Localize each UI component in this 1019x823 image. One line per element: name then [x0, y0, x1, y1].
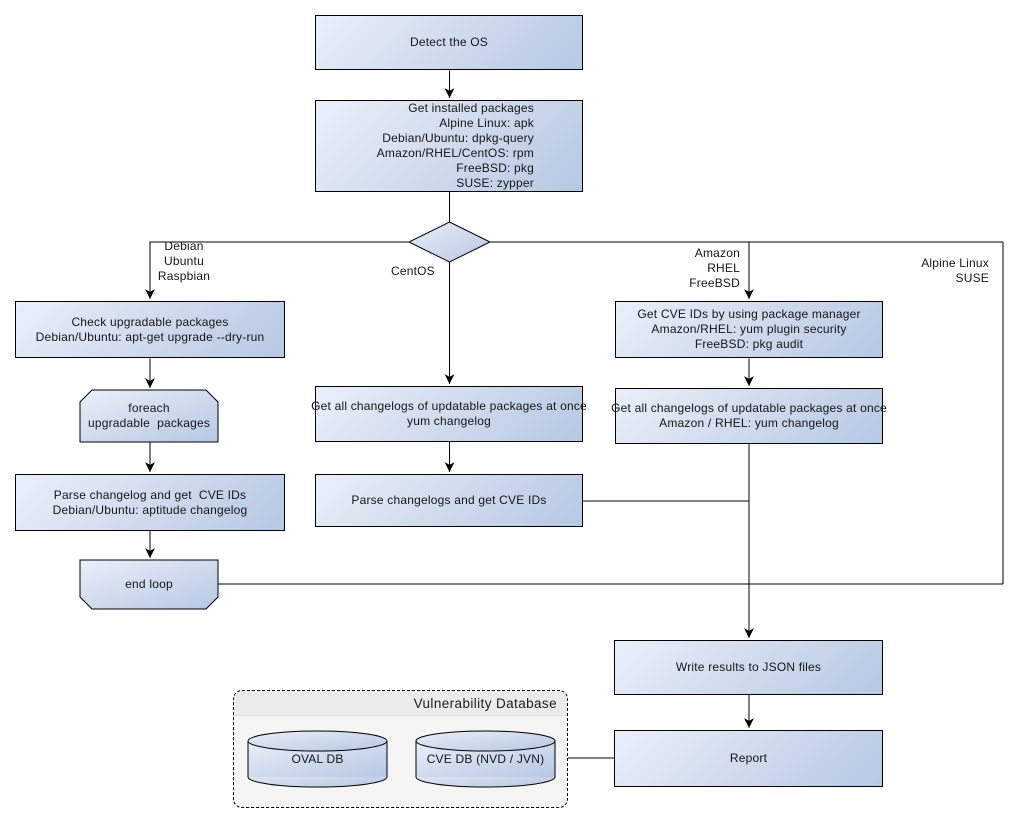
node-label: Get CVE IDs by using package manager [637, 307, 861, 321]
branch-label-line: Raspbian [157, 269, 211, 283]
branch-label-line: RHEL [707, 261, 740, 275]
node-label: Get all changelogs of updatable packages… [311, 399, 587, 413]
node-label: Debian/Ubuntu: apt-get upgrade --dry-run [35, 329, 265, 344]
cve-db-label: CVE DB (NVD / JVN) [416, 742, 555, 776]
foreach-loop-shape [79, 389, 219, 443]
node-label: Amazon/RHEL: yum plugin security [651, 322, 847, 336]
branch-label-centos: CentOS [391, 264, 446, 279]
node-label: Amazon / RHEL: yum changelog [659, 416, 839, 430]
node-end-loop: end loop [80, 560, 218, 609]
branch-label-line: FreeBSD [689, 276, 740, 290]
branch-label-line: Ubuntu [164, 254, 204, 268]
node-label: Debian/Ubuntu: aptitude changelog [52, 502, 248, 517]
node-label: Report [729, 751, 768, 765]
node-label: CVE DB (NVD / JVN) [426, 751, 545, 766]
node-label: Alpine Linux: apk [439, 116, 534, 130]
node-label: Get installed packages [408, 101, 534, 115]
node-label: Get all changelogs of updatable packages… [611, 401, 887, 415]
node-get-changelogs-centos: Get all changelogs of updatable packages… [311, 386, 587, 442]
node-label: FreeBSD: pkg [456, 161, 534, 175]
node-parse-changelog-deb: Parse changelog and get CVE IDs Debian/U… [15, 474, 285, 531]
node-label: Amazon/RHEL/CentOS: rpm [376, 146, 534, 160]
node-detect-os: Detect the OS [315, 15, 583, 70]
node-label: upgradable packages [87, 416, 211, 430]
branch-label-line: Debian [164, 239, 204, 253]
end-loop-shape [79, 559, 219, 610]
node-label: foreach [128, 401, 170, 415]
node-label: Check upgradable packages [71, 314, 229, 329]
node-label: Parse changelogs and get CVE IDs [351, 493, 547, 507]
node-parse-changelogs: Parse changelogs and get CVE IDs [315, 474, 583, 527]
branch-label-amazon: Amazon RHEL FreeBSD [655, 246, 740, 291]
node-label: Detect the OS [410, 35, 488, 49]
vulnerability-database-header: Vulnerability Database [234, 691, 567, 716]
node-label: Write results to JSON files [675, 660, 822, 674]
node-report: Report [614, 730, 883, 787]
connectors [145, 70, 1004, 759]
cve-db-cylinder [415, 730, 556, 788]
node-label: SUSE: zypper [456, 176, 534, 190]
branch-label-line: SUSE [955, 271, 989, 285]
node-label: end loop [125, 577, 173, 591]
branch-label-debian: Debian Ubuntu Raspbian [148, 239, 220, 284]
node-label: Debian/Ubuntu: dpkg-query [382, 131, 534, 145]
branch-label-line: Alpine Linux [921, 256, 989, 270]
connector-decision-debian [145, 241, 409, 299]
vulnerability-database-title: Vulnerability Database [413, 695, 557, 711]
node-write-results: Write results to JSON files [614, 640, 883, 695]
node-get-changelogs-amazon: Get all changelogs of updatable packages… [611, 388, 887, 444]
node-get-installed-packages: Get installed packages Alpine Linux: apk… [315, 100, 583, 192]
node-label: OVAL DB [291, 751, 344, 766]
node-label: FreeBSD: pkg audit [694, 337, 804, 351]
node-get-cve-ids: Get CVE IDs by using package manager Ama… [615, 301, 883, 358]
node-check-upgradable: Check upgradable packages Debian/Ubuntu:… [15, 301, 285, 358]
node-label: yum changelog [407, 414, 491, 428]
oval-db-cylinder [247, 730, 388, 788]
branch-label-line: Amazon [694, 246, 740, 260]
branch-label-alpine: Alpine Linux SUSE [884, 256, 989, 286]
node-foreach-loop: foreach upgradable packages [80, 390, 218, 442]
node-label: Parse changelog and get CVE IDs [53, 487, 247, 502]
branch-label-line: CentOS [391, 264, 435, 278]
oval-db-label: OVAL DB [248, 742, 387, 776]
os-decision-diamond [407, 221, 492, 263]
